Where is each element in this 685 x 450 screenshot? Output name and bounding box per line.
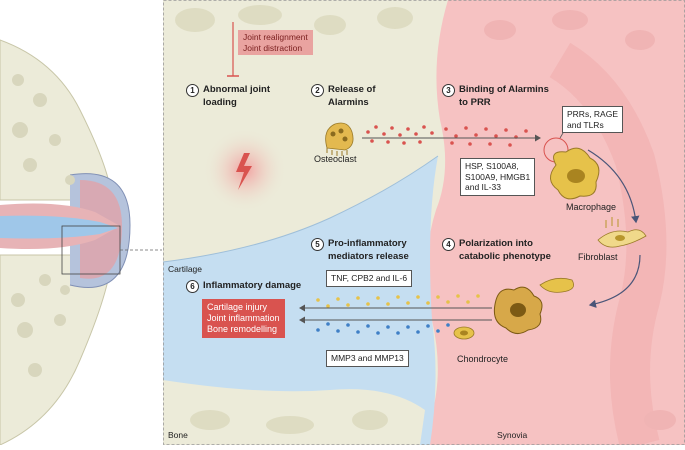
- step-3-title: Binding of Alarmins: [459, 84, 549, 95]
- mediator-dots-yellow: [316, 294, 480, 308]
- damage-box: Cartilage injury Joint inflammation Bone…: [202, 299, 285, 338]
- fibroblast-label: Fibroblast: [578, 252, 618, 262]
- alarmins-line-3: and IL-33: [465, 182, 501, 192]
- spindle-cell-icon: [539, 277, 575, 293]
- step-6-title: Inflammatory damage: [203, 280, 302, 291]
- prr-box: PRRs, RAGE and TLRs: [562, 106, 624, 133]
- fibroblast-cell-icon: [597, 217, 647, 248]
- alarmin-dots: [366, 125, 528, 147]
- damage-line-2: Joint inflammation: [207, 313, 280, 323]
- step-1-subtitle: loading: [203, 97, 237, 108]
- zoom-panel: [162, 0, 685, 450]
- chondrocyte-cell-icon: [453, 326, 475, 340]
- step-5-number: 5: [311, 238, 324, 251]
- lightning-icon: [236, 153, 252, 190]
- alarmins-line-1: HSP, S100A8,: [465, 161, 519, 171]
- intervention-box: Joint realignment Joint distraction: [238, 30, 313, 55]
- macrophage-label: Macrophage: [566, 202, 617, 212]
- mediators-bottom-box: MMP3 and MMP13: [326, 350, 409, 367]
- step-1: 1 Abnormal joint loading: [186, 84, 270, 108]
- intervention-line-1: Joint realignment: [243, 32, 308, 42]
- step-6-number: 6: [186, 280, 199, 293]
- mediators-top-box: TNF, CPB2 and IL-6: [326, 270, 413, 287]
- step-2: 2 Release of Alarmins: [311, 84, 376, 108]
- damage-line-1: Cartilage injury: [207, 302, 268, 312]
- step-3-subtitle: to PRR: [459, 97, 491, 108]
- step-6: 6 Inflammatory damage: [186, 280, 301, 293]
- damage-line-3: Bone remodelling: [207, 324, 278, 334]
- bone-label: Bone: [168, 430, 188, 440]
- alarmins-line-2: S100A9, HMGB1: [465, 171, 531, 182]
- osteoclast-label: Osteoclast: [314, 154, 357, 164]
- prr-line-2: and TLRs: [567, 119, 604, 130]
- step-4-title: Polarization into: [459, 238, 533, 249]
- macrophage-to-fibroblast-arrow: [587, 149, 640, 224]
- synovia-label: Synovia: [497, 430, 528, 440]
- prr-line-1: PRRs, RAGE: [567, 109, 619, 119]
- mediator-dots-blue: [316, 322, 450, 335]
- fibroblast-to-cell-arrow: [588, 254, 641, 308]
- alarmins-box: HSP, S100A8, S100A9, HMGB1 and IL-33: [460, 158, 536, 196]
- step-5-title: Pro-inflammatory: [328, 238, 407, 249]
- intervention-line-2: Joint distraction: [243, 42, 303, 53]
- step-2-title: Release of: [328, 84, 376, 95]
- step-4: 4 Polarization into catabolic phenotype: [442, 238, 551, 262]
- chondrocyte-label: Chondrocyte: [457, 354, 509, 364]
- step-5: 5 Pro-inflammatory mediators release: [311, 238, 409, 262]
- osteoclast-cell-icon: [325, 122, 354, 156]
- macrophage-cell-icon: [550, 147, 600, 200]
- step-3: 3 Binding of Alarmins to PRR: [442, 84, 549, 108]
- cartilage-label: Cartilage: [168, 264, 203, 274]
- step-4-number: 4: [442, 238, 455, 251]
- step-1-title: Abnormal joint: [203, 84, 271, 95]
- step-1-number: 1: [186, 84, 199, 97]
- step-2-number: 2: [311, 84, 324, 97]
- step-5-subtitle: mediators release: [328, 251, 409, 262]
- knee-joint-icon: [0, 39, 162, 446]
- step-4-subtitle: catabolic phenotype: [459, 251, 551, 262]
- step-2-subtitle: Alarmins: [328, 97, 369, 108]
- step-3-number: 3: [442, 84, 455, 97]
- activated-cell-icon: [493, 286, 543, 334]
